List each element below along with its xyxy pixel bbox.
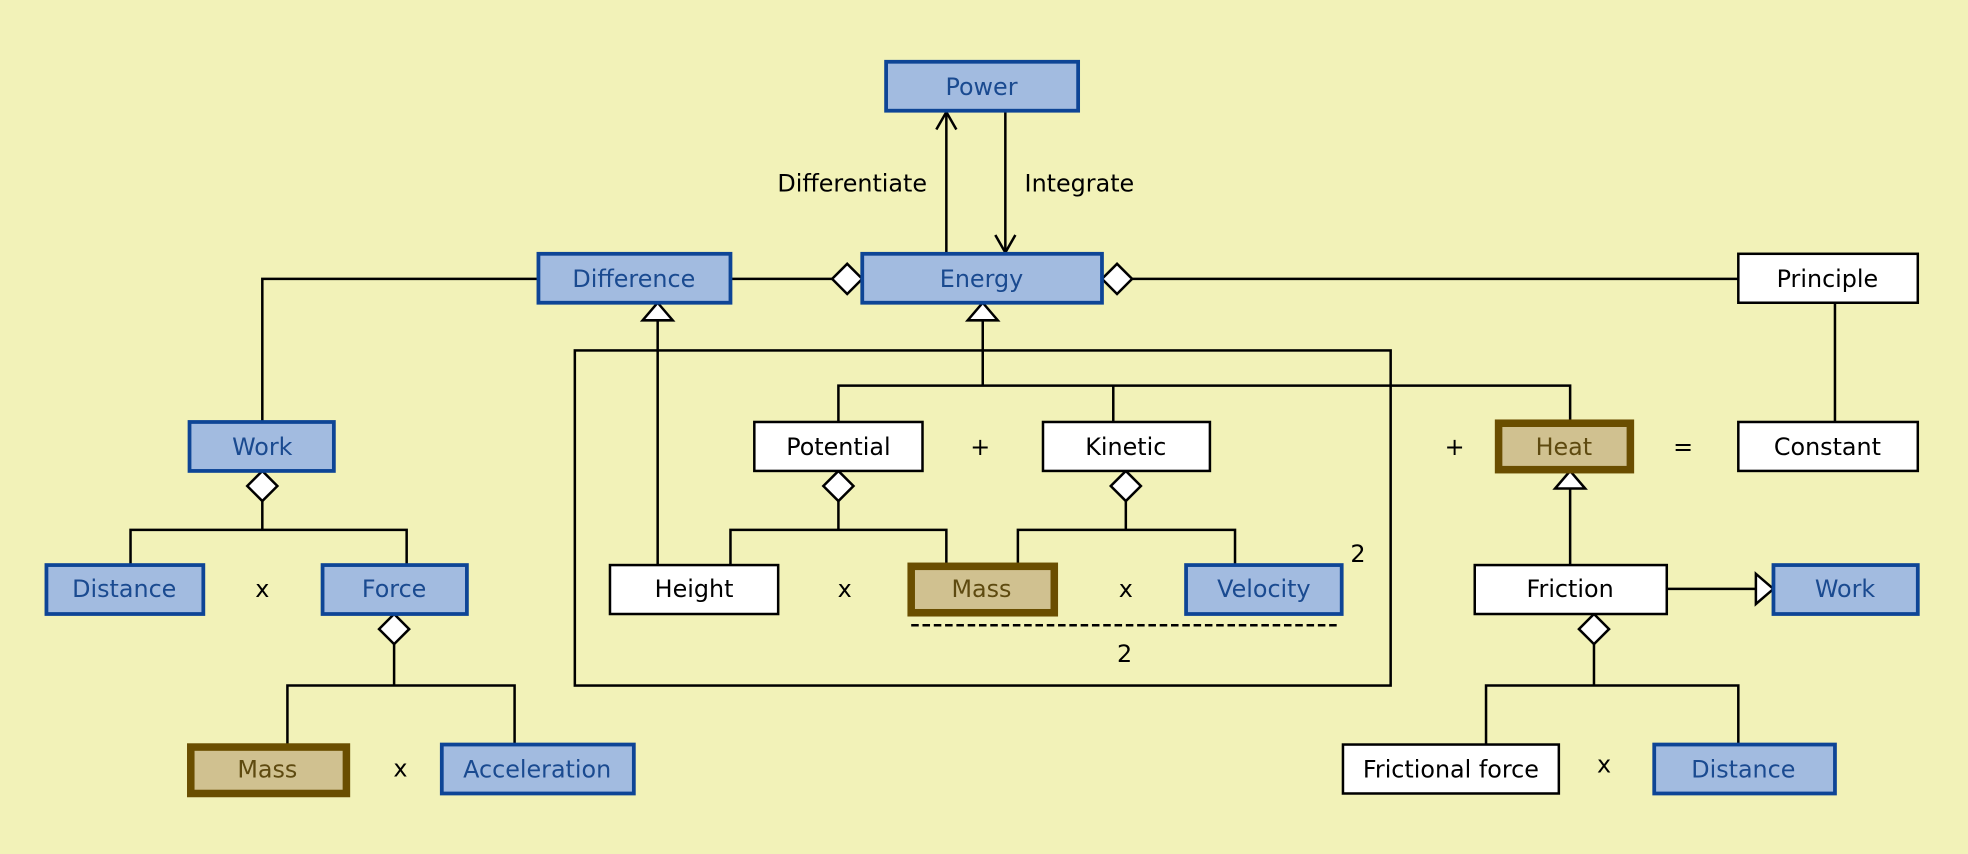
node-frictional-force[interactable]: Frictional force [1341,743,1561,795]
exponent-label: 2 [1350,540,1365,568]
svg-text:Heat: Heat [1536,433,1593,461]
times-operator: x [1119,575,1133,603]
svg-text:Kinetic: Kinetic [1085,433,1166,461]
plus-operator: + [1445,433,1465,461]
aggregation-diamond-icon [377,612,411,646]
node-principle[interactable]: Principle [1737,252,1920,304]
aggregation-diamond-icon [1100,262,1134,296]
kinetic-potential-group-frame [573,349,1392,687]
svg-text:Principle: Principle [1777,265,1879,293]
inheritance-triangle-icon [639,300,676,322]
svg-text:Distance: Distance [1691,756,1795,784]
svg-text:Distance: Distance [72,575,176,603]
times-operator: x [1597,751,1611,779]
node-mass-bottom[interactable]: Mass [187,743,351,798]
aggregation-diamond-icon [830,262,865,296]
connectors [129,109,1837,745]
aggregation-diamond-icon [245,469,280,503]
inheritance-triangle-icon [1552,468,1588,490]
svg-text:Height: Height [655,575,734,603]
node-velocity[interactable]: Velocity [1184,563,1344,616]
svg-text:Velocity: Velocity [1217,575,1310,603]
svg-text:Difference: Difference [572,265,695,293]
svg-text:Friction: Friction [1527,575,1614,603]
inheritance-triangle-icon [964,300,1001,322]
svg-text:Power: Power [945,73,1017,101]
node-heat[interactable]: Heat [1494,419,1635,474]
node-power[interactable]: Power [884,59,1081,113]
aggregation-diamond-icon [821,469,856,503]
node-kinetic[interactable]: Kinetic [1041,420,1212,473]
node-work-right[interactable]: Work [1771,563,1920,616]
svg-text:Potential: Potential [786,433,890,461]
node-potential[interactable]: Potential [753,420,924,473]
node-friction[interactable]: Friction [1473,563,1669,616]
integrate-label: Integrate [1025,170,1135,198]
node-force[interactable]: Force [320,563,469,616]
node-difference[interactable]: Difference [536,251,733,305]
aggregation-diamond-icon [1577,612,1611,646]
aggregation-diamond-icon [1108,469,1143,503]
node-mass[interactable]: Mass [907,562,1059,617]
svg-text:Energy: Energy [940,265,1023,293]
svg-text:Mass: Mass [237,756,297,784]
plus-operator: + [970,433,990,461]
differentiate-label: Differentiate [777,170,927,198]
times-operator: x [838,575,852,603]
equals-operator: = [1673,433,1693,461]
node-energy[interactable]: Energy [860,251,1104,305]
node-constant[interactable]: Constant [1737,420,1920,473]
times-operator: x [393,754,407,782]
svg-text:Force: Force [362,575,426,603]
inheritance-triangle-icon [1754,571,1776,607]
node-acceleration[interactable]: Acceleration [439,742,636,796]
svg-text:Acceleration: Acceleration [463,756,611,784]
times-operator: x [255,575,269,603]
node-distance-right[interactable]: Distance [1652,742,1837,796]
node-distance[interactable]: Distance [44,563,206,616]
svg-text:Work: Work [232,433,293,461]
svg-text:Frictional force: Frictional force [1363,756,1539,784]
node-height[interactable]: Height [608,563,780,616]
svg-text:Work: Work [1815,575,1876,603]
node-work[interactable]: Work [187,420,336,473]
divisor-label: 2 [1117,640,1132,668]
svg-text:Constant: Constant [1774,433,1881,461]
svg-text:Mass: Mass [951,575,1011,603]
